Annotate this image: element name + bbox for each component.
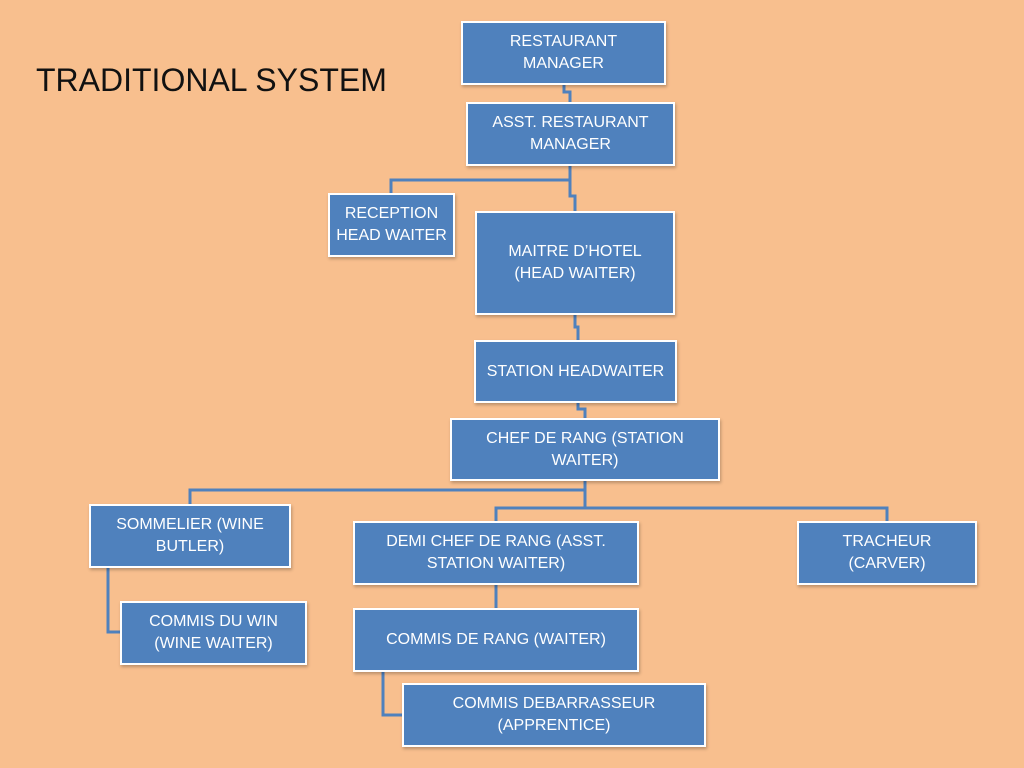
box-chef-de-rang: CHEF DE RANG (STATION WAITER) (450, 418, 720, 481)
asst-restaurant-manager-label: ASST. RESTAURANT MANAGER (492, 114, 649, 153)
connector-sommelier-to-commis-du-win (106, 567, 122, 634)
connector-asst-to-maitre (568, 165, 577, 212)
connector-chef-to-sommelier (188, 480, 587, 505)
tracheur-label: TRACHEUR (CARVER) (842, 533, 932, 572)
restaurant-manager-label: RESTAURANT MANAGER (509, 33, 618, 72)
connector-station-to-chef (576, 402, 587, 419)
box-restaurant-manager: RESTAURANT MANAGER (461, 21, 666, 85)
demi-chef-de-rang-label: DEMI CHEF DE RANG (ASST. STATION WAITER) (386, 533, 606, 572)
box-commis-de-rang: COMMIS DE RANG (WAITER) (353, 608, 639, 672)
connector-chef-to-demi (494, 480, 587, 522)
commis-debarrasseur-label: COMMIS DEBARRASSEUR (APPRENTICE) (452, 695, 656, 734)
chef-de-rang-label: CHEF DE RANG (STATION WAITER) (486, 429, 684, 469)
connector-chef-to-tracheur (583, 480, 889, 522)
box-sommelier: SOMMELIER (WINE BUTLER) (89, 504, 291, 568)
maitre-dhotel-label: MAITRE D’HOTEL (HEAD WAITER) (508, 243, 642, 282)
connector-manager-to-asst (562, 84, 572, 103)
commis-de-rang-label: COMMIS DE RANG (WAITER) (386, 631, 606, 648)
connector-commis-to-debarrasseur (381, 671, 404, 717)
box-tracheur: TRACHEUR (CARVER) (797, 521, 977, 585)
box-maitre-dhotel: MAITRE D’HOTEL (HEAD WAITER) (475, 211, 675, 315)
box-station-headwaiter: STATION HEADWAITER (474, 340, 677, 403)
sommelier-label: SOMMELIER (WINE BUTLER) (116, 516, 264, 555)
commis-du-win-label: COMMIS DU WIN (WINE WAITER) (149, 613, 278, 652)
connector-asst-to-reception (389, 165, 572, 194)
connector-maitre-to-station (573, 314, 580, 341)
slide-title: TRADITIONAL SYSTEM (36, 62, 387, 98)
box-commis-du-win: COMMIS DU WIN (WINE WAITER) (120, 601, 307, 665)
reception-head-waiter-label: RECEPTION HEAD WAITER (336, 205, 447, 244)
box-reception-head-waiter: RECEPTION HEAD WAITER (328, 193, 455, 257)
box-asst-restaurant-manager: ASST. RESTAURANT MANAGER (466, 102, 675, 166)
box-commis-debarrasseur: COMMIS DEBARRASSEUR (APPRENTICE) (402, 683, 706, 747)
box-demi-chef-de-rang: DEMI CHEF DE RANG (ASST. STATION WAITER) (353, 521, 639, 585)
station-headwaiter-label: STATION HEADWAITER (486, 362, 665, 380)
